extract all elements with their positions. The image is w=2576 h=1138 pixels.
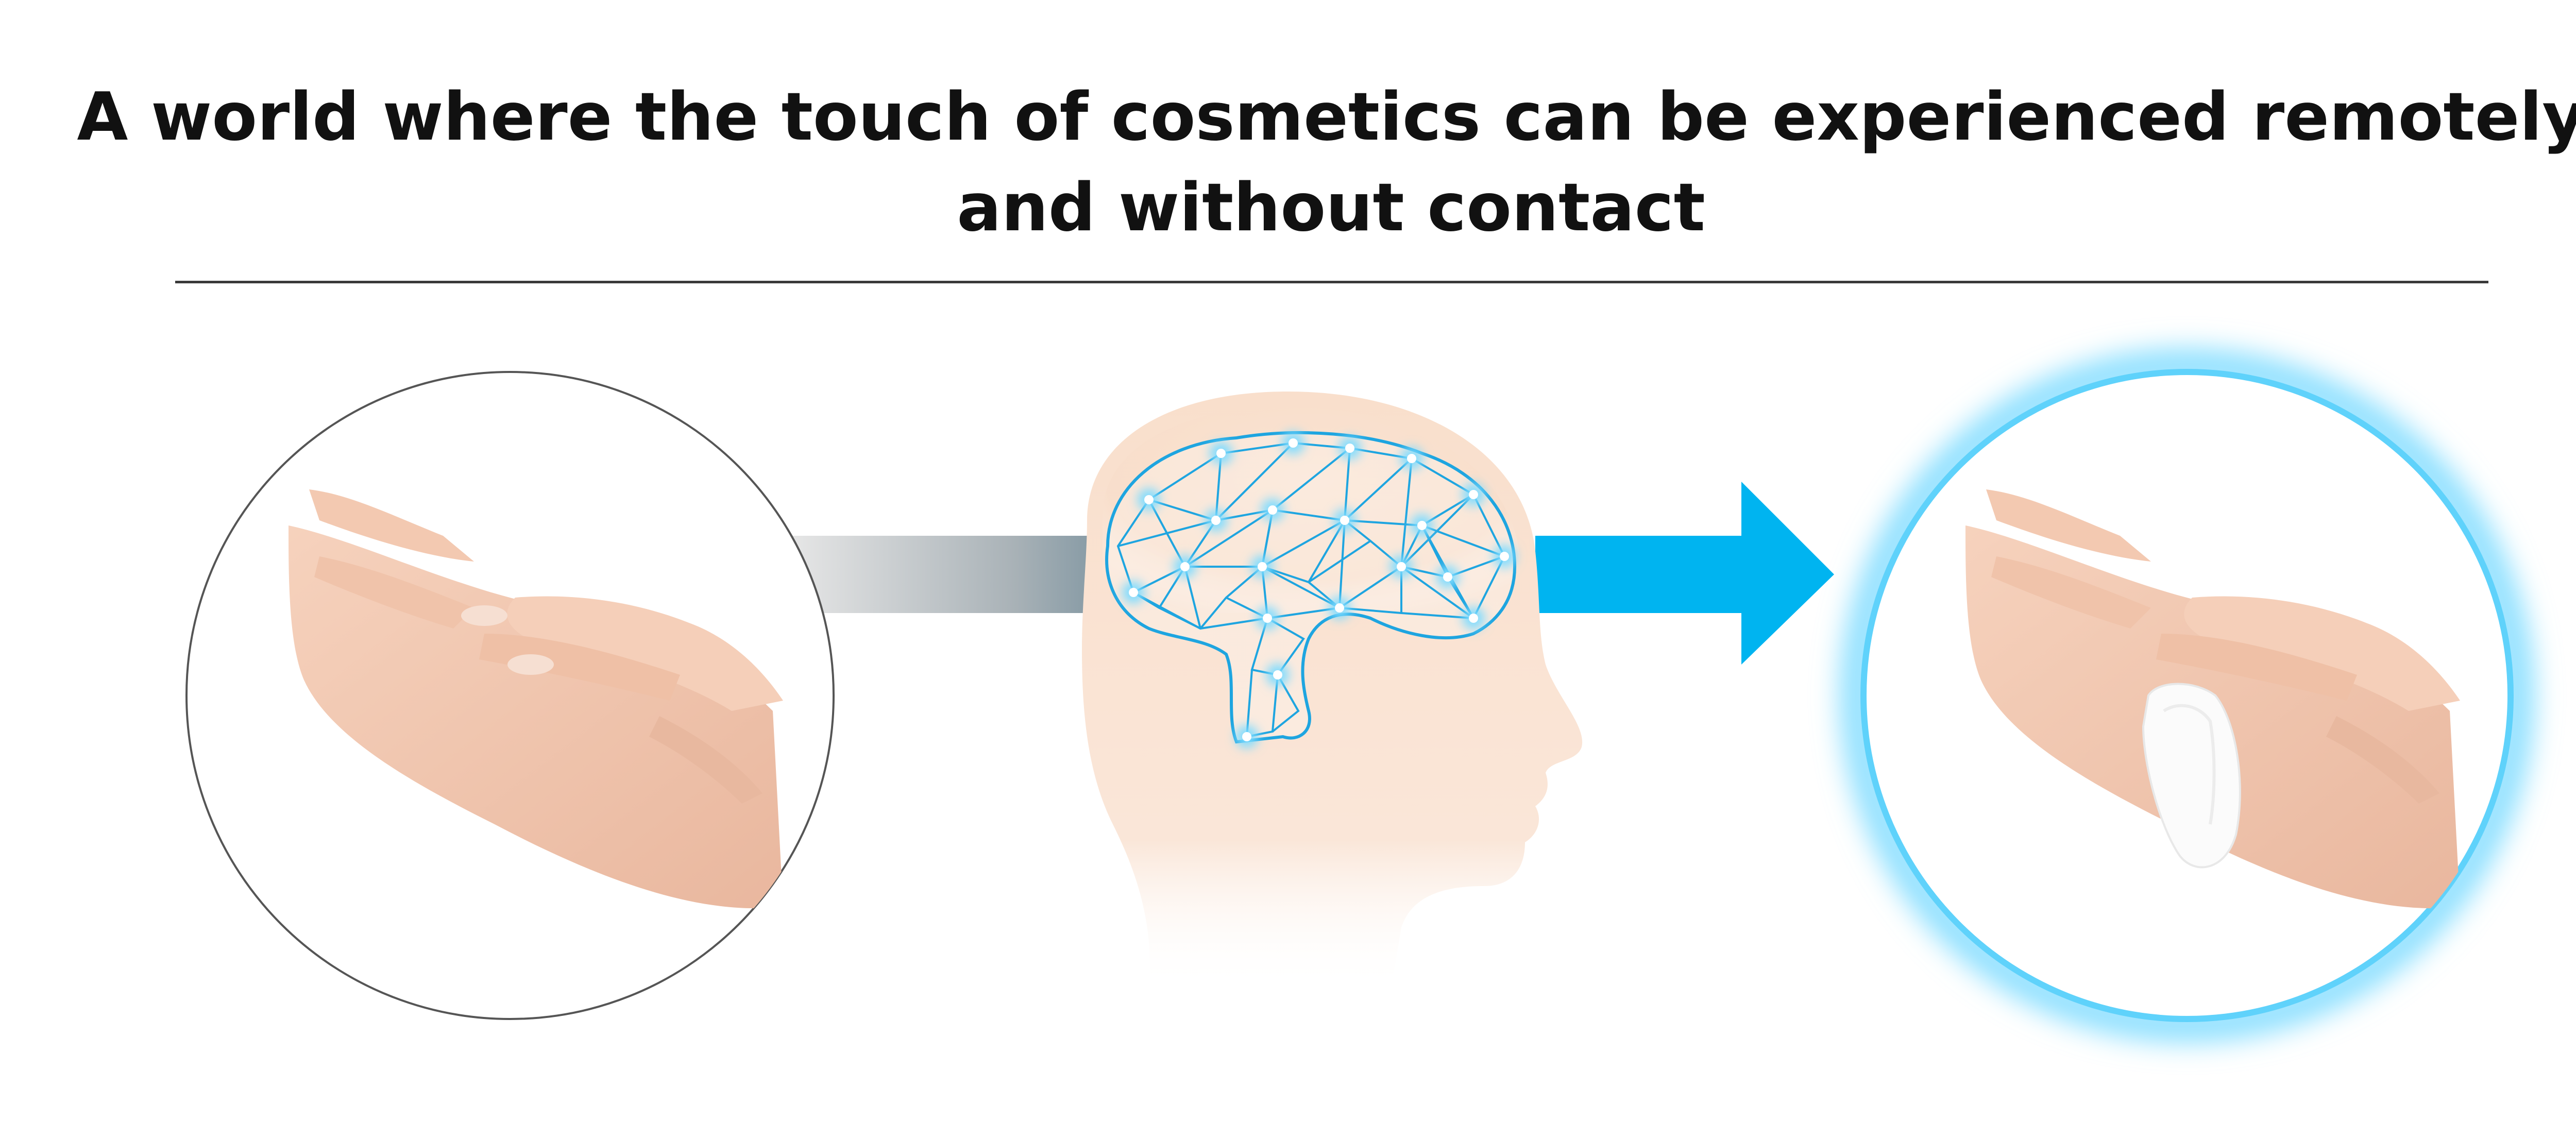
head-neural-brain-icon — [1082, 392, 1583, 989]
arrow-right-icon — [1535, 482, 1834, 665]
cream-swatch — [2142, 683, 2241, 869]
title-line-1: A world where the touch of cosmetics can… — [77, 79, 2576, 156]
hands-touching-icon — [185, 371, 835, 1020]
title-divider — [175, 281, 2488, 283]
title-line-2: and without contact — [957, 169, 1705, 246]
brain-outline — [1105, 431, 1517, 744]
hands-with-cream-icon — [1842, 350, 2532, 1041]
page-title: A world where the touch of cosmetics can… — [0, 72, 2576, 253]
